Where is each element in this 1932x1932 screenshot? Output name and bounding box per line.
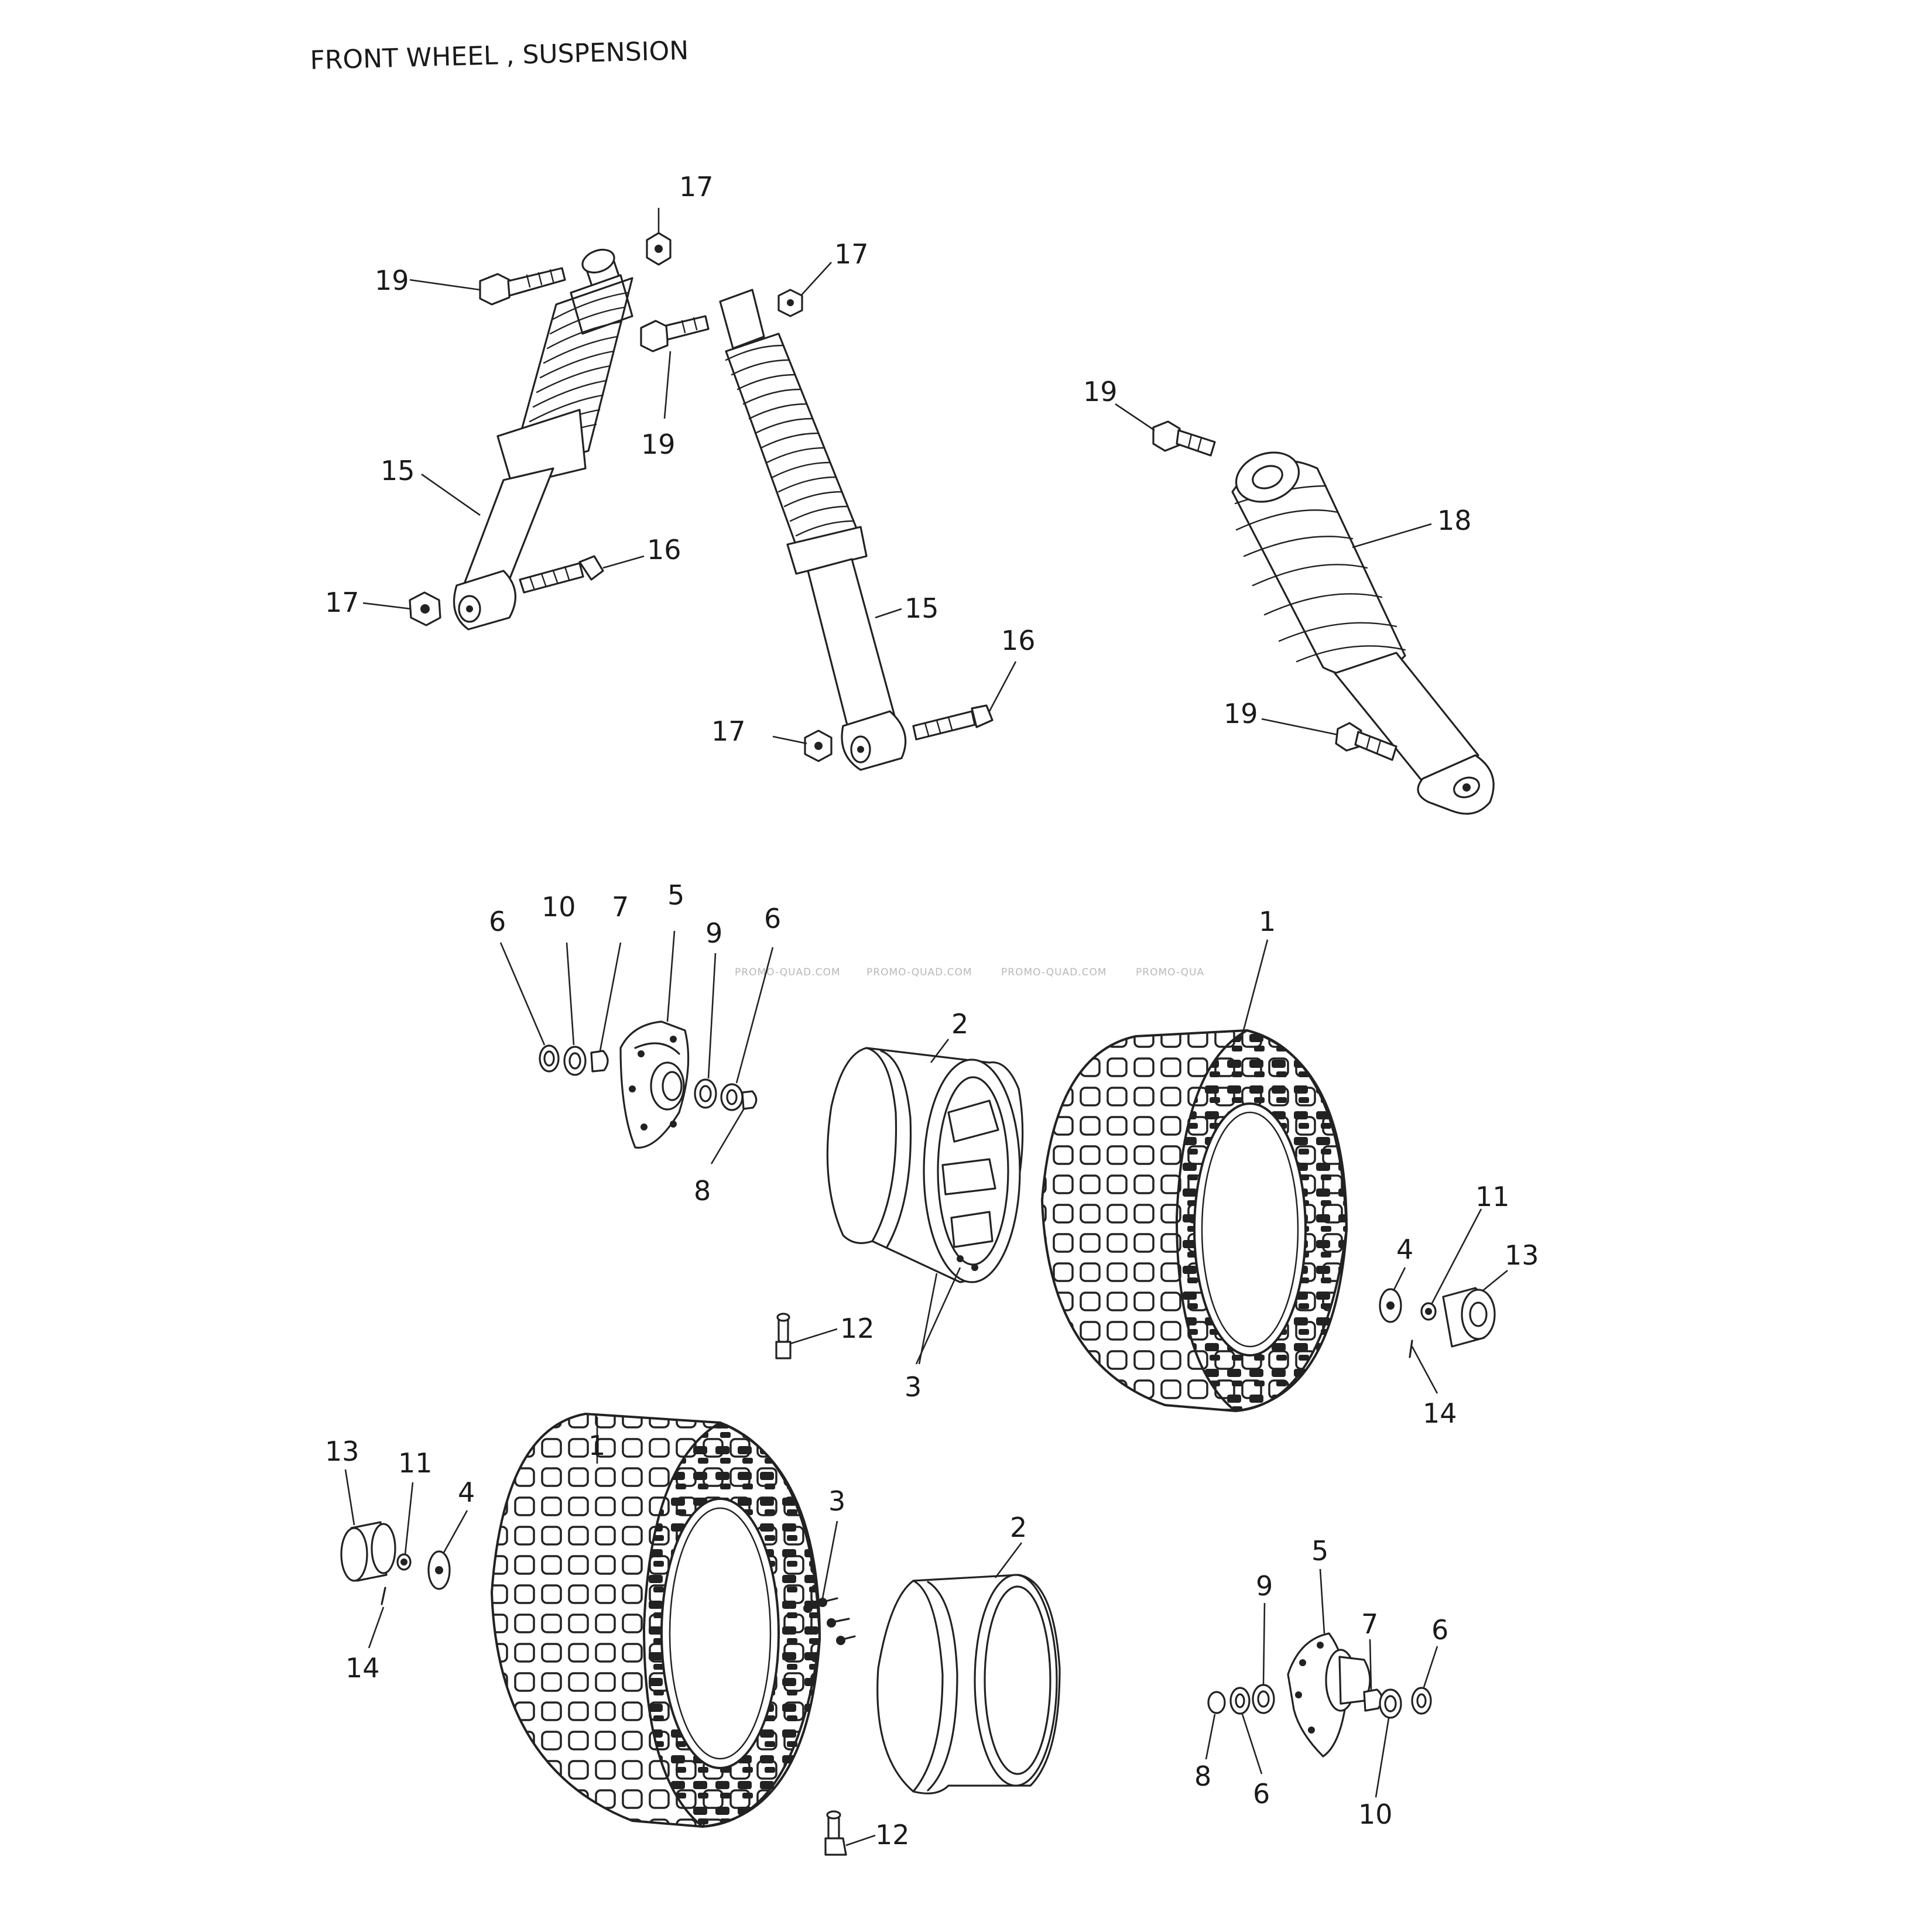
- callout-pin-upper: 14: [1423, 1397, 1457, 1429]
- bolt-icon: [1335, 722, 1397, 761]
- nut-icon: [409, 591, 441, 626]
- shock-absorber-middle: [719, 289, 907, 771]
- callout-hub-upper-seal-outer: 6: [489, 906, 506, 937]
- watermark: PROMO-QUAD.COM: [866, 967, 972, 978]
- callout-tire-lower: 1: [588, 1430, 605, 1461]
- callout-rim-lower: 2: [1010, 1512, 1027, 1543]
- callout-valve-lower: 12: [875, 1819, 910, 1851]
- bolt-icon: [1152, 420, 1216, 457]
- watermark: PROMO-QUAD.COM: [1001, 967, 1107, 978]
- cotter-pin-icon: [381, 1587, 386, 1605]
- callout-shock-mid-bottom-nut: 17: [711, 715, 746, 747]
- callout-tire-upper: 1: [1259, 906, 1276, 937]
- callout-rim-lower-bolts: 3: [828, 1485, 845, 1517]
- callout-hub-lower-collar: 8: [1194, 1760, 1211, 1792]
- callout-nut-lower: 11: [398, 1447, 433, 1479]
- hub-assembly-lower: [1207, 1632, 1432, 1758]
- callout-cap-lower: 13: [325, 1436, 359, 1467]
- valve-stem-icon: [775, 1313, 792, 1359]
- callout-valve-upper: 12: [840, 1313, 875, 1344]
- watermark: PROMO-QUAD.COM: [735, 967, 841, 978]
- nut-icon: [396, 1553, 412, 1571]
- bolt-icon: [912, 704, 994, 741]
- nut-icon: [804, 729, 833, 762]
- hub-assembly-upper: [539, 1020, 758, 1149]
- callout-hub-upper-bearing-b: 9: [705, 917, 722, 949]
- callout-hub-lower-seal-outer: 6: [1431, 1614, 1448, 1646]
- bolt-icon: [640, 315, 710, 352]
- valve-stem-icon: [824, 1810, 847, 1856]
- callout-shock-right-top-bolt: 19: [1083, 376, 1118, 407]
- callout-rim-upper-bolts: 3: [905, 1371, 922, 1403]
- callout-hub-lower-bearing-a: 10: [1358, 1799, 1393, 1830]
- callout-hub-lower-hub: 5: [1311, 1535, 1328, 1567]
- cotter-pin-icon: [1409, 1340, 1413, 1358]
- rim-bolts-icon: [803, 1597, 856, 1645]
- shock-absorber-left: [453, 248, 633, 631]
- callout-rim-upper: 2: [951, 1008, 968, 1040]
- callout-washer-upper: 4: [1396, 1234, 1413, 1265]
- callout-shock-mid-bottom-bolt: 16: [1001, 625, 1036, 656]
- tire-upper: [1040, 1029, 1348, 1413]
- callout-nut-upper: 11: [1475, 1181, 1510, 1212]
- callout-hub-upper-collar: 8: [694, 1175, 711, 1207]
- bolt-icon: [479, 267, 566, 306]
- callout-shock-mid-top-nut: 17: [834, 238, 869, 270]
- callout-hub-upper-hub: 5: [667, 879, 684, 911]
- shock-absorber-right: [1231, 451, 1495, 815]
- callout-shock-mid-body: 15: [905, 592, 939, 624]
- callout-shock-left-top-bolt: 19: [375, 265, 409, 296]
- callout-labels: 17 19 15 16 17 17 19 15 16 17 19 18 19 6…: [325, 171, 1539, 1851]
- washer-icon: [1379, 1288, 1402, 1323]
- callout-shock-mid-top-bolt: 19: [641, 429, 676, 460]
- callout-hub-upper-spacer: 7: [612, 891, 629, 923]
- callout-hub-upper-seal-inner: 6: [764, 903, 781, 934]
- hub-cap-icon: [1442, 1287, 1496, 1348]
- callout-shock-left-top-nut: 17: [679, 171, 714, 203]
- diagram-title: FRONT WHEEL , SUSPENSION: [310, 36, 689, 76]
- callout-washer-lower: 4: [458, 1477, 475, 1508]
- callout-hub-lower-bearing-b: 9: [1256, 1570, 1273, 1602]
- watermark: PROMO-QUA: [1136, 967, 1204, 978]
- callout-shock-left-bottom-nut: 17: [325, 587, 359, 618]
- bolt-icon: [519, 555, 604, 594]
- callout-shock-right-body: 18: [1437, 505, 1472, 536]
- callout-hub-lower-seal-inner: 6: [1253, 1778, 1270, 1810]
- washer-icon: [427, 1550, 451, 1590]
- callout-hub-lower-spacer: 7: [1361, 1608, 1378, 1640]
- wheel-rim-lower: [876, 1574, 1061, 1794]
- leader-lines: [344, 208, 1508, 1847]
- wheel-rim-upper: [826, 1047, 1024, 1283]
- callout-shock-left-bottom-bolt: 16: [647, 534, 681, 566]
- callout-shock-right-bottom-bolt: 19: [1224, 698, 1258, 729]
- hub-cap-icon: [340, 1521, 396, 1582]
- callout-hub-upper-bearing-a: 10: [542, 891, 576, 923]
- callout-cap-upper: 13: [1505, 1239, 1539, 1271]
- callout-pin-lower: 14: [345, 1652, 380, 1684]
- callout-shock-left-body: 15: [381, 455, 415, 487]
- nut-icon: [777, 289, 803, 317]
- nut-icon: [646, 232, 672, 266]
- nut-icon: [1420, 1302, 1437, 1321]
- tire-lower: [490, 1412, 821, 1828]
